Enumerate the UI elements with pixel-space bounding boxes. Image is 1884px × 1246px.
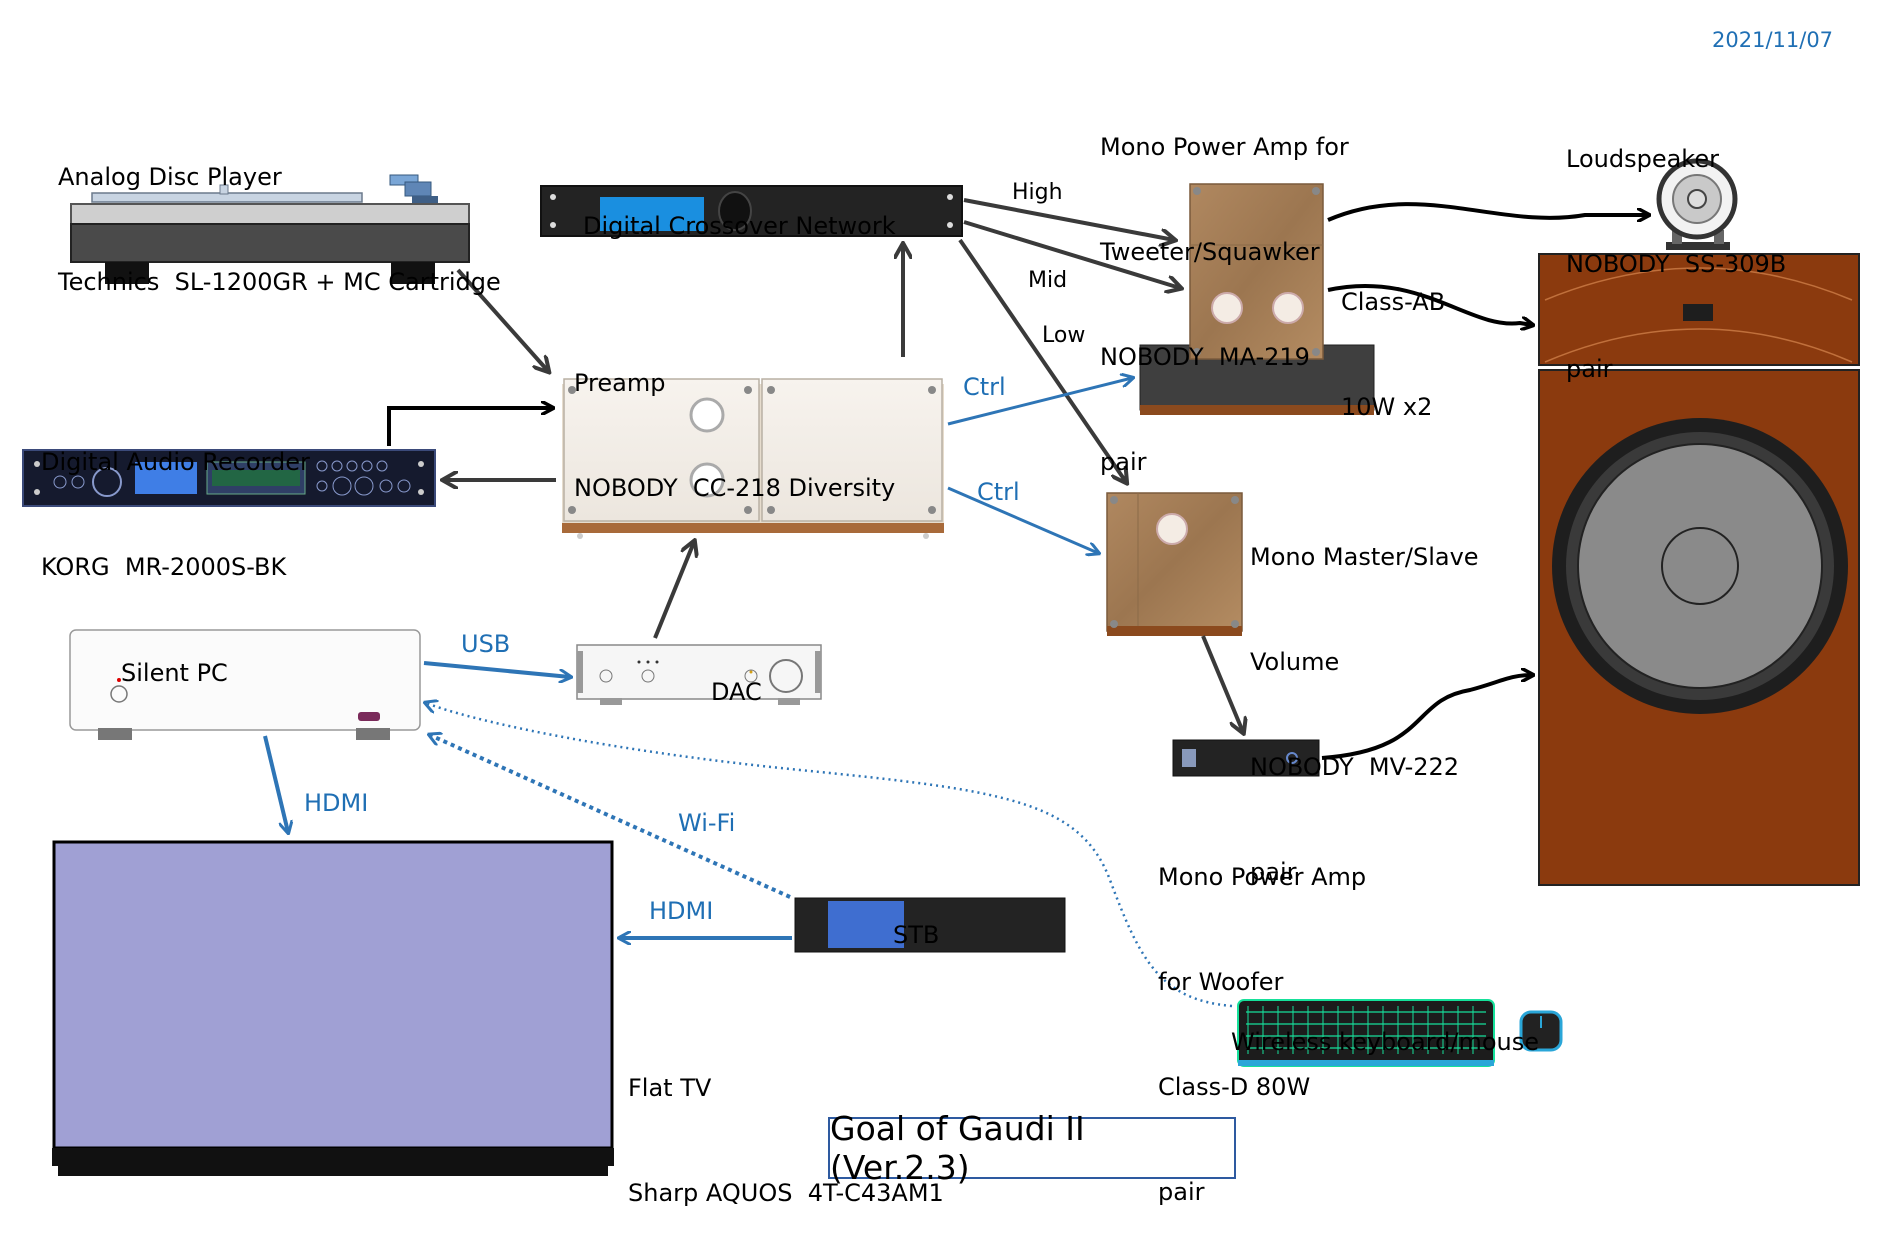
date-label: 2021/11/07 [1712, 28, 1834, 52]
woofer-amp [1172, 739, 1320, 777]
loudspeaker-line2: NOBODY SS-309B [1566, 250, 1787, 278]
tv-line1: Flat TV [628, 1074, 712, 1102]
woofer-amp-line4: pair [1158, 1178, 1205, 1206]
volume-line3: NOBODY MV-222 [1250, 753, 1460, 781]
woofer-amp-line1: Mono Power Amp [1158, 863, 1367, 891]
dac-line1: DAC [711, 678, 762, 706]
silent-pc-line1: Silent PC [121, 659, 228, 687]
recorder-label-line1: Digital Audio Recorder [41, 448, 310, 476]
loudspeaker [1538, 158, 1860, 886]
tv-label: Flat TV Sharp AQUOS 4T-C43AM1 [628, 1001, 944, 1246]
loudspeaker-label: Loudspeaker NOBODY SS-309B pair [1566, 72, 1786, 422]
mono-amp-tweeter [1139, 183, 1375, 415]
keyboard [1237, 999, 1563, 1067]
volume-label: Mono Master/Slave Volume NOBODY MV-222 p… [1250, 470, 1479, 925]
mono-amp-tweeter-line2: Tweeter/Squawker [1100, 238, 1320, 266]
stb [794, 897, 1066, 953]
volume-line2: Volume [1250, 648, 1340, 676]
crossover [540, 185, 963, 237]
conn-ctrl-top-label: Ctrl [963, 373, 1006, 401]
dac [576, 644, 822, 705]
volume-line1: Mono Master/Slave [1250, 543, 1479, 571]
conn-ctrl-bottom-label: Ctrl [977, 478, 1020, 506]
tv [52, 840, 614, 1176]
volume [1106, 492, 1243, 636]
mono-amp-tweeter-label: Mono Power Amp for Tweeter/Squawker NOBO… [1100, 60, 1349, 515]
dac-label: DAC [711, 605, 762, 745]
conn-hdmi-stb-label: HDMI [649, 897, 714, 925]
conn-hdmi-pc-label: HDMI [304, 789, 369, 817]
crossover-label-line1: Digital Crossover Network [583, 212, 896, 240]
tv-line2: Sharp AQUOS 4T-C43AM1 [628, 1179, 944, 1207]
conn-low-label: Low [1042, 323, 1086, 348]
class-ab-line1: Class-AB [1341, 288, 1446, 316]
class-ab-line2: 10W x2 [1341, 393, 1433, 421]
volume-line4: pair [1250, 858, 1297, 886]
preamp-label-line1: Preamp [574, 369, 666, 397]
woofer-amp-label: Mono Power Amp for Woofer Class-D 80W pa… [1158, 790, 1366, 1245]
loudspeaker-line1: Loudspeaker [1566, 145, 1719, 173]
turntable [70, 174, 470, 284]
mono-amp-tweeter-line4: pair [1100, 448, 1147, 476]
turntable-label-line1: Analog Disc Player [58, 163, 282, 191]
woofer-amp-line2: for Woofer [1158, 968, 1284, 996]
conn-usb-label: USB [461, 630, 511, 658]
crossover-label: Digital Crossover Network [583, 139, 896, 279]
recorder [22, 449, 436, 507]
turntable-label: Analog Disc Player Technics SL-1200GR + … [58, 90, 501, 335]
silent-pc-label: Silent PC [121, 586, 228, 726]
preamp-label-line2: NOBODY CC-218 Diversity [574, 474, 896, 502]
recorder-label-line2: KORG MR-2000S-BK [41, 553, 287, 581]
mono-amp-tweeter-line3: NOBODY MA-219 [1100, 343, 1310, 371]
mono-amp-tweeter-line1: Mono Power Amp for [1100, 133, 1349, 161]
system-diagram [22, 158, 1860, 1176]
wires [263, 198, 1648, 1008]
conn-wifi-label: Wi-Fi [678, 809, 736, 837]
stb-line1: STB [893, 921, 940, 949]
keyboard-line1: Wireless keyboard/mouse [1231, 1028, 1539, 1056]
conn-mid-label: Mid [1028, 268, 1068, 293]
silent-pc [69, 629, 421, 740]
woofer-amp-line3: Class-D 80W [1158, 1073, 1311, 1101]
class-ab-label: Class-AB 10W x2 [1341, 215, 1445, 460]
turntable-label-line2: Technics SL-1200GR + MC Cartridge [58, 268, 501, 296]
conn-high-label: High [1012, 180, 1063, 205]
stb-label: STB [893, 848, 939, 988]
preamp [562, 378, 944, 539]
loudspeaker-line3: pair [1566, 355, 1613, 383]
diagram-title: Goal of Gaudi II (Ver.2.3) [828, 1109, 1236, 1187]
keyboard-label: Wireless keyboard/mouse [1231, 955, 1539, 1095]
preamp-label: Preamp NOBODY CC-218 Diversity [574, 296, 895, 541]
recorder-label: Digital Audio Recorder KORG MR-2000S-BK [41, 375, 310, 620]
